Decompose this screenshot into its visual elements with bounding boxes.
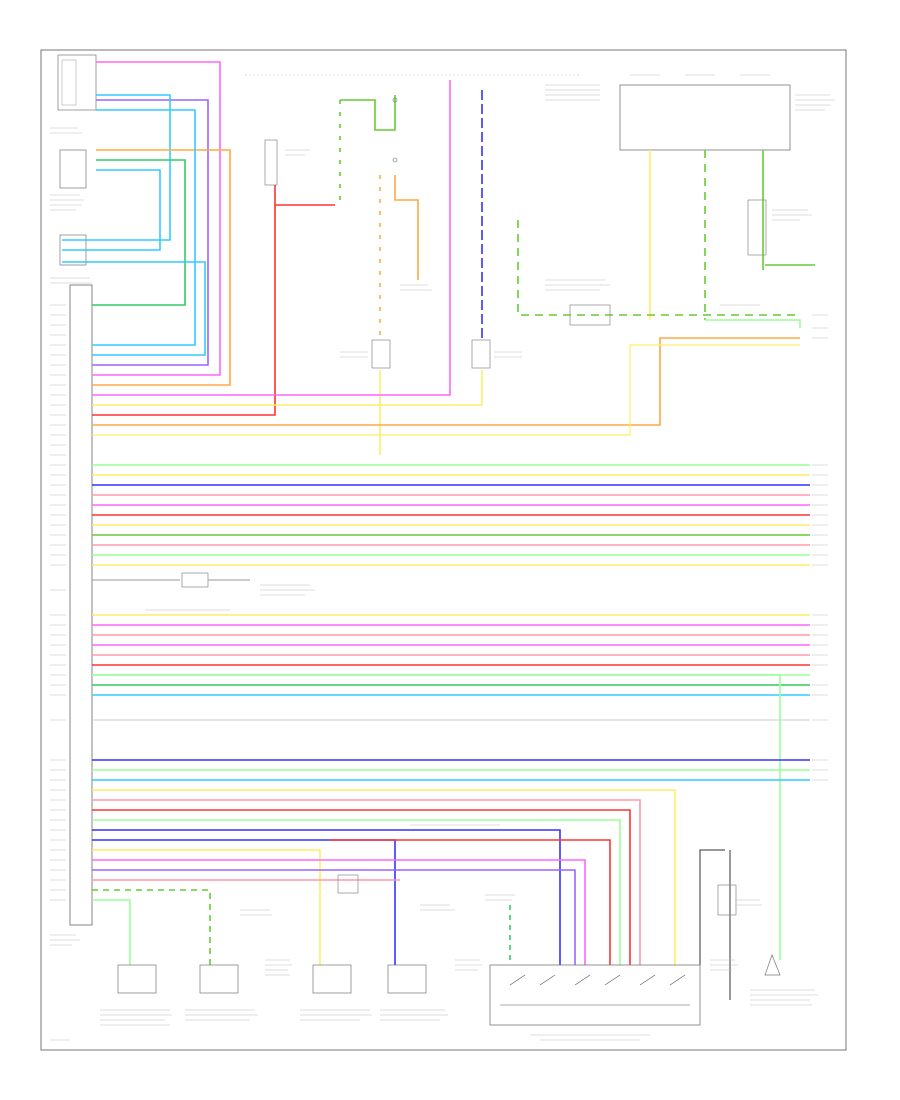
solenoid-4 [387, 964, 427, 994]
wire-blue-sol [92, 839, 396, 965]
top-center-section [92, 74, 600, 455]
wire-green-tcm [92, 819, 621, 965]
horizontal-wires-block-2 [92, 614, 810, 960]
horizontal-wires-block-3 [92, 759, 810, 1000]
wire-lightgreen-drop [92, 674, 781, 960]
range-switch-contacts [500, 974, 690, 1006]
wire-pink-tcm [92, 799, 641, 965]
wire-yellow-center [92, 370, 483, 406]
pcm-module [69, 284, 93, 926]
wire-red-fuse [274, 185, 335, 206]
sensor-center-2 [471, 339, 491, 369]
fuse-lower [717, 884, 737, 916]
sensor-mid [92, 572, 315, 611]
bottom-label-placeholders [100, 824, 818, 1041]
wire-lightblue-2 [62, 169, 161, 251]
right-pin-labels [812, 314, 828, 781]
sensor-mid-box [181, 572, 209, 588]
wire-red-tcm [92, 809, 631, 965]
solenoid-3 [312, 964, 352, 994]
wire-pink-top [92, 61, 221, 376]
wire-yellow-sol [92, 849, 321, 965]
wire-black-ground [699, 849, 725, 965]
wire-violet-2 [92, 869, 576, 965]
top-left-relay-box [57, 54, 97, 111]
fuse-block-left [264, 139, 278, 186]
sensor-right [569, 304, 611, 326]
wire-green-sol-b [92, 889, 211, 965]
bottom-components [100, 824, 818, 1041]
transmission-range-switch [489, 964, 701, 1026]
solenoid-2 [199, 964, 239, 994]
wire-yellow-tcm [92, 789, 676, 965]
wire-lightblue-1 [62, 94, 171, 241]
relay-inner [61, 59, 77, 106]
wire-lightgreen-right [705, 319, 801, 328]
wire-green-sensor [517, 220, 800, 316]
wire-green-relay [340, 95, 396, 131]
left-connector-column [50, 54, 97, 1041]
diagram-border [40, 49, 847, 1051]
wire-red-down [92, 205, 276, 416]
wire-orange-top [92, 149, 231, 386]
relay-contact-icon-2 [392, 157, 398, 163]
wire-pink-2 [92, 859, 586, 965]
sensor-center-1 [371, 339, 391, 369]
pcm-pin-labels [50, 304, 66, 901]
top-center-label-placeholders [285, 84, 600, 358]
sensor-box-1 [59, 149, 87, 189]
wire-orange-long [92, 337, 800, 426]
solenoid-1 [117, 964, 157, 994]
horizontal-wires-block-1 [92, 464, 810, 566]
top-right-label-placeholders [545, 74, 835, 306]
wire-green-sol-a [92, 899, 131, 965]
relay-right [747, 199, 767, 256]
fuse-box-right [619, 84, 791, 151]
wire-lightblue-3 [62, 261, 206, 356]
wire-lightblue-4 [92, 109, 196, 346]
wire-pink-center [92, 80, 451, 396]
wire-yellow-long [92, 344, 800, 436]
wire-red-sol [330, 839, 611, 965]
relay-contact-icon [392, 97, 398, 103]
left-text-placeholders [50, 127, 92, 1041]
top-right-section [92, 74, 835, 436]
wire-green-top [92, 159, 186, 306]
wire-violet-top [92, 99, 209, 366]
top-left-wires [62, 61, 231, 386]
sensor-mid-labels [145, 584, 315, 611]
sensor-lower [337, 874, 359, 894]
fluid-temp-sensor [764, 954, 781, 976]
wire-blue-tcm [92, 829, 561, 965]
wire-orange-relay [394, 175, 419, 280]
